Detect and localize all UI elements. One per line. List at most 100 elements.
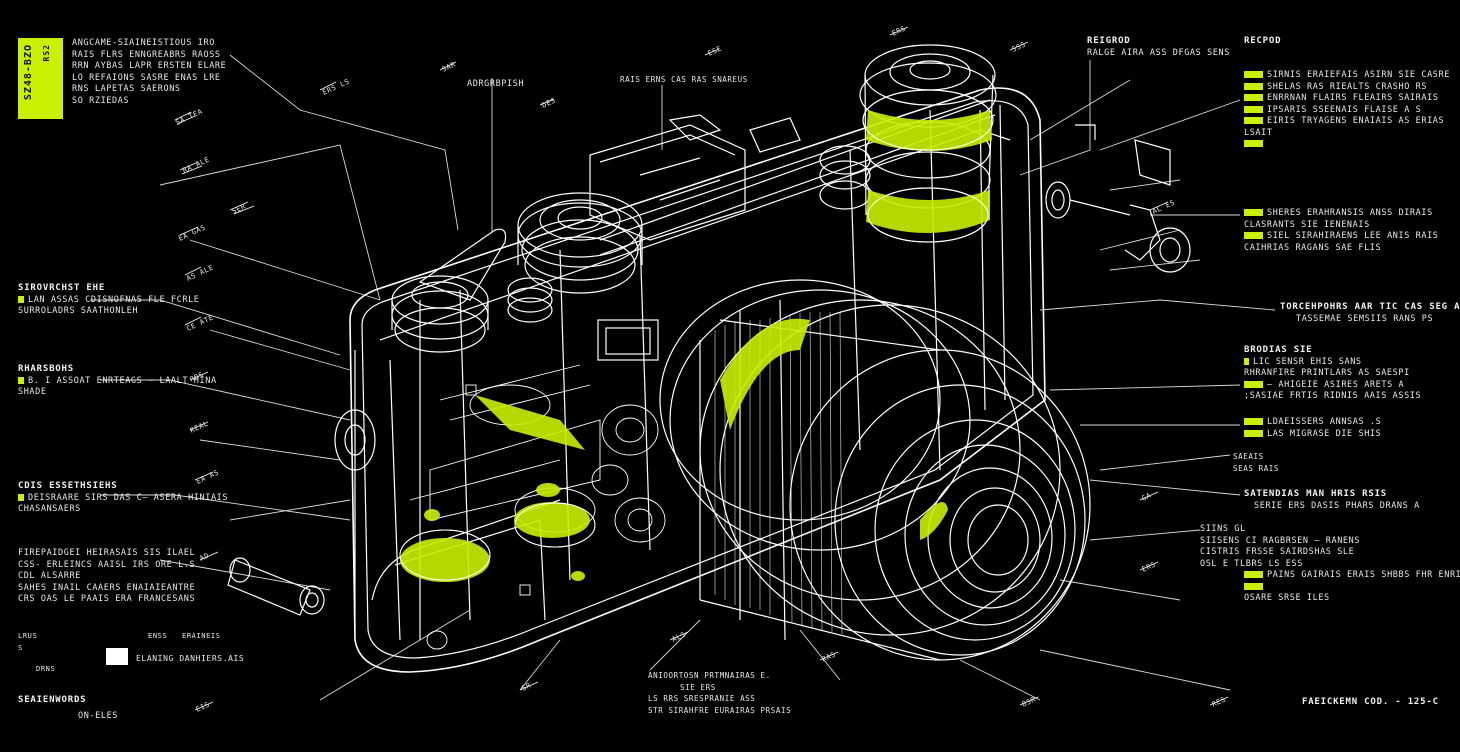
intro-text-block: ANGCAME-SIAINEISTIOUS IRO RAIS FLRS ENNG… (72, 38, 226, 107)
lens-assembly (659, 279, 1091, 661)
callout-line: SAEAIS (1233, 452, 1264, 461)
right-callout-3: TORCEHPOHRS AAR TIC CAS SEG ASS. AS TASS… (1280, 302, 1460, 325)
callout-line: PAINS GAIRAIS ERAIS SHBBS FHR ENRIS (1200, 570, 1460, 582)
left-callout-3: CDIS ESSETHSIEHS DEISRAARE SIRS DAS C— A… (18, 481, 228, 516)
callout-heading: SATENDIAS MAN HRIS RSIS (1244, 489, 1388, 499)
left-callout-1: SIROVRCHST EHE LAN ASSAS CDISNOFNAS FLE … (18, 283, 200, 318)
title-badge (18, 38, 63, 119)
right-callout-5: LDAEISSERS ANNSAS .S LAS MIGRASE DIE SHI… (1244, 417, 1381, 440)
callout-line: OSL E TLBRS LS ESS (1200, 558, 1303, 569)
callout-line: LS RRS SRESPRANIE ASS (648, 694, 756, 703)
callout-line: LAS MIGRASE DIE SHIS (1244, 429, 1381, 441)
left-callout-4: FIREPAIDGEI HEIRASAIS SIS ILAEL CSS- ERL… (18, 548, 195, 606)
intro-line: RNS LAPETAS SAERONS (72, 84, 181, 94)
callout-heading: RHARSBOHS (18, 364, 74, 374)
callout-line: SURROLADRS SAATHONLEH (18, 306, 139, 316)
strap-lug-right (1045, 124, 1191, 273)
callout-line: SHADE (18, 387, 47, 397)
callout-line: CAIHRIAS RAGANS SAE FLIS (1244, 242, 1382, 253)
callout-line: RHRANFIRE PRINTLARS AS SAESPI (1244, 368, 1410, 378)
strap-lug-left (334, 409, 376, 471)
callout-line (1200, 582, 1460, 594)
callout-line: EIRIS TRYAGENS ENAIAIS AS ERIAS (1244, 116, 1450, 128)
callout-line: SIE ERS (680, 682, 716, 692)
callout-line: ;SASIAE FRTIS RIDNIS AAIS ASSIS (1244, 391, 1422, 401)
callout-heading: SIROVRCHST EHE (18, 283, 106, 293)
callout-line: CRS OAS LE PAAIS ERA FRANCESANS (18, 594, 196, 604)
intro-line: RAIS FLRS ENNGREABRS RAOSS (72, 49, 221, 60)
callout-line: CDL ALSARRE (18, 571, 81, 581)
callout-line: CSS- ERLEINCS AAISL IRS ORE L.S (18, 559, 196, 570)
intro-line: RRN AYBAS LAPR ERSTEN ELARE (72, 61, 227, 71)
callout-line: SAHES INAIL CAAERS ENAIAIEANTRE (18, 582, 196, 593)
accent-marker (1244, 418, 1263, 425)
callout-line: SERIE ERS DASIS PHARS DRANS A (1254, 500, 1420, 511)
right-top-block: RECPOD (1244, 36, 1281, 48)
right-callout-4: BRODIAS SIE LIC SENSR EHIS SANS RHRANFIR… (1244, 345, 1421, 403)
right-callout-6: SAEAIS SEAS RAIS (1233, 451, 1279, 474)
callout-line: STR SIRAHFRE EURAIRAS PRSAIS (648, 705, 792, 715)
callout-heading: CDIS ESSETHSIEHS (18, 481, 118, 491)
callout-line: CLASRANTS SIE IENENAIS (1244, 219, 1370, 230)
intro-line: LO REFAIONS SASRE ENAS LRE (72, 72, 221, 83)
shutter-dial (517, 192, 643, 294)
callout-line: TASSEMAE SEMSIIS RANS PS (1296, 313, 1434, 324)
highlight-accents (400, 110, 992, 582)
accent-marker (1244, 117, 1263, 124)
callout-line: SIRNIS ERAIEFAIS ASIRN SIE CASRE (1244, 70, 1450, 82)
accent-marker (1244, 380, 1263, 388)
callout-line: SHERES ERAHRANSIS ANSS DIRAIS (1244, 208, 1439, 220)
accent-marker (1244, 209, 1263, 216)
callout-line: SHELAS RAS RIEALTS CRASHO RS (1244, 82, 1450, 94)
right-callout-8: SIINS GL SIISENS CI RAGBRSEN — RANENS CI… (1200, 524, 1460, 605)
callout-line: SEAS RAIS (1233, 463, 1280, 473)
key-label: ELANING DANHIERS.AIS (136, 654, 245, 663)
accent-marker (18, 493, 24, 501)
scale-label: S (18, 644, 23, 652)
small-dial (507, 277, 553, 323)
top-label-b: RAIS ERNS CAS RAS SNAREUS (620, 75, 748, 84)
callout-heading: TORCEHPOHRS AAR TIC CAS SEG ASS. AS (1280, 302, 1460, 312)
intro-line: SO RZIEDAS (72, 95, 130, 106)
scale-label: LRUS (18, 632, 38, 640)
footer-subtitle: ON-ELES (78, 711, 119, 721)
intro-line: ANGCAME-SIAINEISTIOUS IRO (72, 38, 215, 48)
accent-marker (1244, 571, 1263, 578)
leader-ticks (174, 26, 1229, 711)
callout-line: ENRRNAN FLAIRS FLEAIRS SAIRAIS (1244, 93, 1450, 105)
callout-line: LDAEISSERS ANNSAS .S (1244, 417, 1381, 429)
callout-line: LIC SENSR EHIS SANS (1244, 357, 1421, 369)
scale-label: ERAINEIS (182, 632, 221, 640)
right-marked-list: SIRNIS ERAIEFAIS ASIRN SIE CASRE SHELAS … (1244, 70, 1450, 151)
callout-line: ANIOORTOSN PRTMNAIRAS E. (648, 671, 771, 680)
accent-marker (1244, 232, 1263, 239)
leader-lines (90, 54, 1276, 701)
accent-marker (1244, 140, 1263, 147)
accent-marker (1244, 82, 1263, 90)
callout-line: SIISENS CI RAGBRSEN — RANENS (1200, 535, 1361, 546)
right-callout-7: SATENDIAS MAN HRIS RSIS SERIE ERS DASIS … (1244, 489, 1420, 512)
callout-line: LSAIT (1244, 127, 1273, 138)
accent-marker (1244, 94, 1263, 101)
detached-pin (227, 557, 325, 616)
accent-marker (1244, 71, 1263, 78)
callout-heading: RECPOD (1244, 36, 1282, 46)
accent-marker (1244, 429, 1263, 437)
top-plate (418, 114, 801, 361)
left-callout-2: RHARSBOHS B. I ASSOAT ENRTEAGS — LAALT H… (18, 364, 217, 399)
callout-line: DEISRAARE SIRS DAS C— ASERA HINIAIS (18, 493, 228, 505)
footer-title: SEAIENWORDS (18, 695, 87, 705)
advance-lever-knob (391, 275, 489, 353)
callout-line: LAN ASSAS CDISNOFNAS FLE FCRLE (18, 295, 200, 307)
callout-line: CHASANSAERS (18, 504, 81, 514)
callout-line: SIINS GL (1200, 524, 1246, 534)
callout-heading: BRODIAS SIE (1244, 345, 1313, 355)
callout-line: — AHIGEIE ASIRES ARETS A (1244, 380, 1421, 392)
accent-marker (18, 376, 24, 384)
callout-line: RALGE AIRA ASS DFGAS SENS (1087, 47, 1230, 58)
lens-ribbing (714, 311, 843, 635)
right-callout-2: SHERES ERAHRANSIS ANSS DIRAIS CLASRANTS … (1244, 208, 1439, 254)
accent-marker (1244, 105, 1263, 113)
